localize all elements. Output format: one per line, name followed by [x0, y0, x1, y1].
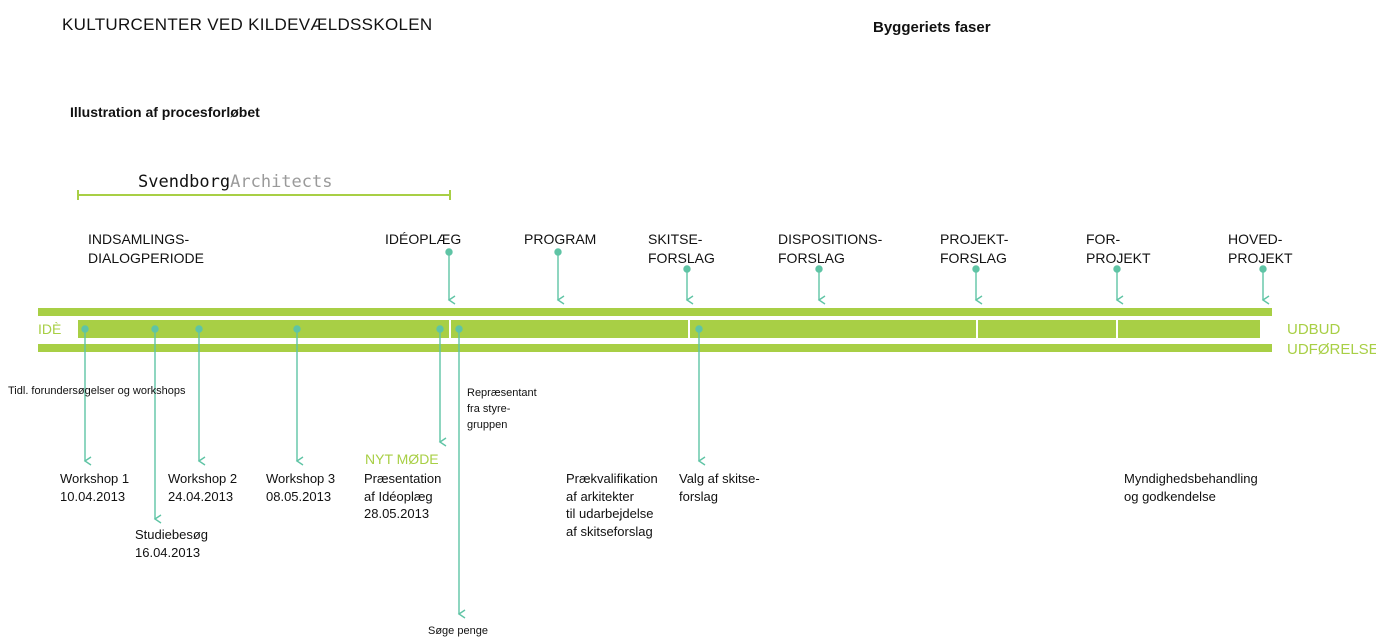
timeline-top-bar: [38, 308, 1272, 316]
brand-logo: SvendborgArchitects: [138, 171, 332, 193]
timeline-dividers: [449, 320, 1118, 338]
phase-skitseforslag: SKITSE- FORSLAG: [648, 231, 715, 266]
event-praekvalifikation: Prækvalifikation af arkitekter til udarb…: [566, 471, 658, 539]
phase-program: PROGRAM: [524, 231, 597, 247]
event-workshop-3: Workshop 3 08.05.2013: [266, 471, 336, 504]
brand-name-part2: Architects: [230, 172, 333, 192]
brand-name-part1: Svendborg: [138, 172, 231, 192]
phase-projektforslag: PROJEKT- FORSLAG: [940, 231, 1009, 266]
section-title: Byggeriets faser: [873, 19, 991, 36]
brand-bracket: [77, 190, 451, 200]
timeline-start-label: IDÈ: [38, 321, 62, 337]
event-myndighedsbehandling: Myndighedsbehandling og godkendelse: [1124, 471, 1258, 504]
event-studiebesoeg: Studiebesøg 16.04.2013: [135, 527, 208, 560]
phase-hovedprojekt: HOVED- PROJEKT: [1228, 231, 1293, 266]
timeline-end-label-udforelse: UDFØRELSE: [1287, 341, 1376, 358]
event-soege-penge: Søge penge: [428, 625, 488, 637]
event-workshop-2: Workshop 2 24.04.2013: [168, 471, 238, 504]
event-repraesentant: Repræsentant fra styre- gruppen: [467, 387, 537, 431]
event-praesentation: Præsentation af Idéoplæg 28.05.2013: [364, 471, 442, 522]
event-workshop-1: Workshop 1 10.04.2013: [60, 471, 130, 504]
diagram-subtitle: Illustration af procesforløbet: [70, 104, 260, 120]
event-tidl-forundersoegelser: Tidl. forundersøgelser og workshops: [8, 385, 186, 397]
phase-indsamling: INDSAMLINGS- DIALOGPERIODE: [88, 231, 204, 266]
event-valg-skitseforslag: Valg af skitse- forslag: [679, 471, 760, 504]
event-nyt-moede: NYT MØDE: [365, 451, 439, 467]
event-arrows: [81, 325, 706, 619]
timeline-end-label-udbud: UDBUD: [1287, 321, 1341, 338]
phase-forprojekt: FOR- PROJEKT: [1086, 231, 1151, 266]
page-title: KULTURCENTER VED KILDEVÆLDSSKOLEN: [62, 15, 433, 34]
phase-dispositionsforslag: DISPOSITIONS- FORSLAG: [778, 231, 883, 266]
timeline-main-bar: [78, 320, 1260, 338]
timeline-bottom-bar: [38, 344, 1272, 352]
phase-arrows: [445, 248, 1270, 305]
phase-ideoplaeg: IDÉOPLÆG: [385, 231, 462, 247]
